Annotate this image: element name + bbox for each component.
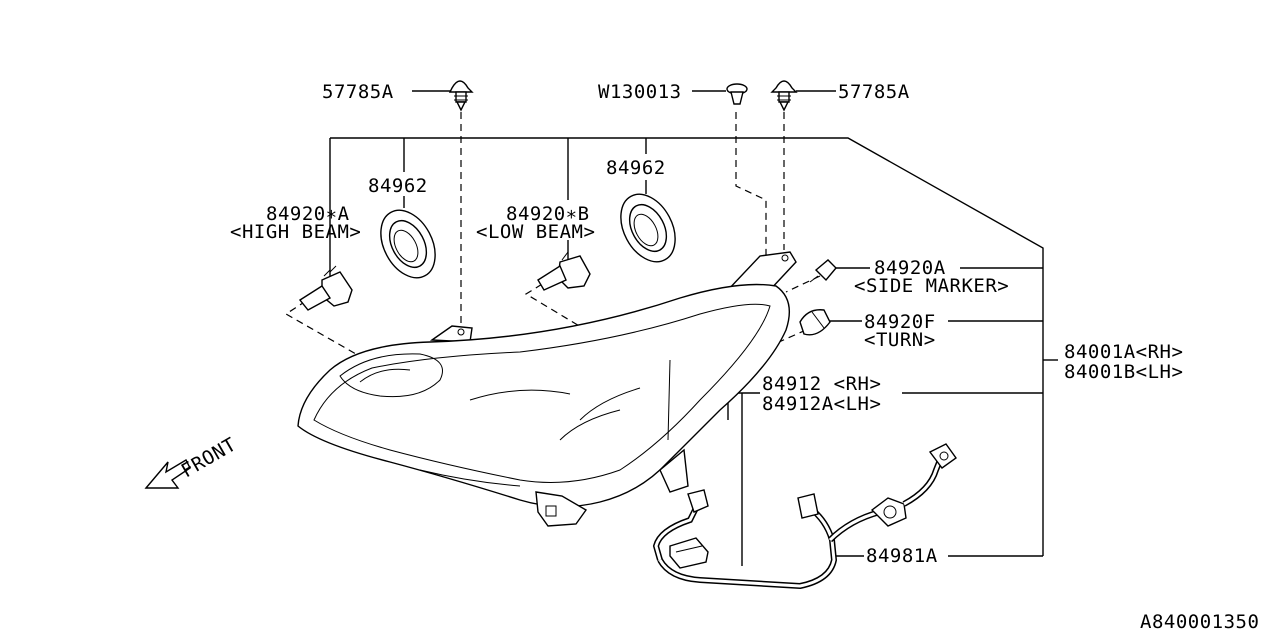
dust-cap-right-icon <box>620 193 676 263</box>
label-bulb-turn: 84920F <box>864 311 936 333</box>
label-harness-rh: 84912 <RH> <box>762 373 881 395</box>
leader-lines <box>329 90 1058 566</box>
label-assy-lh: 84001B<LH> <box>1064 361 1183 383</box>
headlamp-assembly-icon <box>297 251 797 527</box>
label-bulb-side-desc: <SIDE MARKER> <box>854 275 1009 297</box>
label-bulb-high-desc: <HIGH BEAM> <box>230 221 361 243</box>
diagram-ref-code: A840001350 <box>1140 611 1259 633</box>
front-arrow-icon <box>144 459 191 489</box>
clip-mid-icon <box>726 83 748 105</box>
label-bulb-low: 84920∗B <box>506 203 590 225</box>
label-harness-lh: 84912A<LH> <box>762 393 881 415</box>
bulb-side-marker-icon <box>809 259 837 283</box>
bulb-turn-icon <box>799 309 831 336</box>
label-clip-mid: W130013 <box>598 81 682 103</box>
bulb-high-beam-icon <box>298 265 353 311</box>
dust-cap-left-icon <box>380 209 436 279</box>
label-bulb-turn-desc: <TURN> <box>864 329 936 351</box>
label-socket: 84981A <box>866 545 938 567</box>
clip-right-icon <box>770 80 798 112</box>
clip-left-icon <box>448 80 474 112</box>
front-label: FRONT <box>178 433 241 482</box>
label-bulb-side: 84920A <box>874 257 946 279</box>
label-cap-left: 84962 <box>368 175 428 197</box>
label-bulb-low-desc: <LOW BEAM> <box>476 221 595 243</box>
label-bulb-high: 84920∗A <box>266 203 350 225</box>
label-clip-right: 57785A <box>838 81 910 103</box>
label-cap-right: 84962 <box>606 157 666 179</box>
label-assy-rh: 84001A<RH> <box>1064 341 1183 363</box>
label-clip-left: 57785A <box>322 81 394 103</box>
wiring-harness-icon <box>652 443 957 590</box>
bulb-low-beam-icon <box>537 251 591 291</box>
part-labels: 57785A W130013 57785A 84962 84962 84920∗… <box>230 81 1259 633</box>
